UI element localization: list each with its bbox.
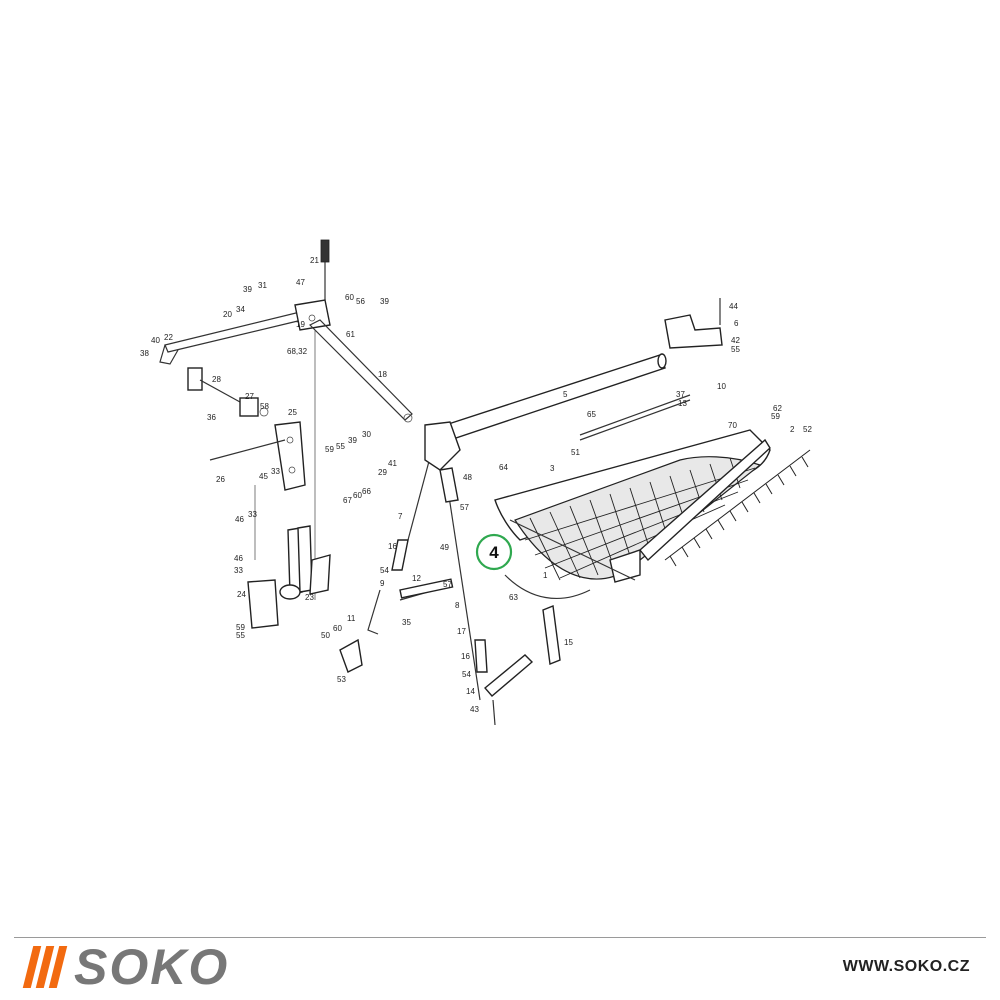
part-label: 33 bbox=[248, 510, 257, 519]
part-label: 2 bbox=[790, 425, 795, 434]
part-label: 29 bbox=[378, 468, 387, 477]
part-label: 55 bbox=[236, 631, 245, 640]
part-label: 5 bbox=[563, 390, 568, 399]
part-label: 1 bbox=[543, 571, 548, 580]
part-label: 39 bbox=[243, 285, 252, 294]
part-label: 51 bbox=[571, 448, 580, 457]
part-label: 31 bbox=[258, 281, 267, 290]
part-label: 38 bbox=[140, 349, 149, 358]
part-label: 12 bbox=[412, 574, 421, 583]
part-label: 46 bbox=[234, 554, 243, 563]
part-label: 33 bbox=[271, 467, 280, 476]
part-label: 30 bbox=[362, 430, 371, 439]
part-label: 67 bbox=[343, 496, 352, 505]
part-label: 45 bbox=[259, 472, 268, 481]
part-label: 43 bbox=[470, 705, 479, 714]
concave-screen-assembly bbox=[494, 429, 811, 599]
part-label: 21 bbox=[310, 256, 319, 265]
part-label: 9 bbox=[380, 579, 385, 588]
part-label: 25 bbox=[288, 408, 297, 417]
part-label: 36 bbox=[207, 413, 216, 422]
callout-ring bbox=[475, 533, 513, 571]
highlight-callout: 4 bbox=[475, 533, 513, 571]
part-label: 40 bbox=[151, 336, 160, 345]
part-label: 33 bbox=[234, 566, 243, 575]
soko-logo[interactable]: SOKO bbox=[22, 939, 230, 995]
part-label: 24 bbox=[237, 590, 246, 599]
part-label: 16 bbox=[461, 652, 470, 661]
part-label: 58 bbox=[260, 402, 269, 411]
main-beams bbox=[424, 298, 723, 471]
part-label: 3 bbox=[550, 464, 555, 473]
part-label: 54 bbox=[380, 566, 389, 575]
part-label: 64 bbox=[499, 463, 508, 472]
part-label: 41 bbox=[388, 459, 397, 468]
part-label: 57 bbox=[443, 580, 452, 589]
part-label: 56 bbox=[356, 297, 365, 306]
part-label: 15 bbox=[564, 638, 573, 647]
part-label: 39 bbox=[348, 436, 357, 445]
website-link[interactable]: WWW.SOKO.CZ bbox=[842, 958, 970, 975]
part-label: 50 bbox=[321, 631, 330, 640]
part-label: 11 bbox=[347, 614, 356, 623]
part-label: 60 bbox=[345, 293, 354, 302]
part-label: 22 bbox=[164, 333, 173, 342]
part-label: 59 bbox=[236, 623, 245, 632]
part-label: 47 bbox=[296, 278, 305, 287]
part-label: 59 bbox=[325, 445, 334, 454]
part-label: 8 bbox=[455, 601, 460, 610]
part-label: 48 bbox=[463, 473, 472, 482]
part-label: 28 bbox=[212, 375, 221, 384]
part-label: 62 bbox=[773, 404, 782, 413]
part-label: 60 bbox=[333, 624, 342, 633]
part-label: 54 bbox=[462, 670, 471, 679]
part-label: 65 bbox=[587, 410, 596, 419]
part-label: 66 bbox=[362, 487, 371, 496]
part-labels: 21 31 47 39 34 60 56 39 20 19 61 40 22 3… bbox=[140, 256, 812, 714]
part-label: 18 bbox=[378, 370, 387, 379]
part-label: 57 bbox=[460, 503, 469, 512]
footer-divider bbox=[14, 937, 986, 938]
part-label: 68,32 bbox=[287, 347, 308, 356]
part-label: 17 bbox=[457, 627, 466, 636]
part-label: 34 bbox=[236, 305, 245, 314]
part-label: 13 bbox=[678, 399, 687, 408]
middle-rods bbox=[339, 449, 561, 726]
callout-number: 4 bbox=[489, 543, 499, 562]
part-label: 16 bbox=[388, 542, 397, 551]
logo-bars-icon bbox=[22, 946, 68, 988]
part-label: 37 bbox=[676, 390, 685, 399]
part-label: 61 bbox=[346, 330, 355, 339]
part-label: 60 bbox=[353, 491, 362, 500]
part-label: 55 bbox=[336, 442, 345, 451]
part-label: 19 bbox=[296, 320, 305, 329]
part-label: 49 bbox=[440, 543, 449, 552]
part-label: 46 bbox=[235, 515, 244, 524]
part-label: 70 bbox=[728, 421, 737, 430]
part-label: 44 bbox=[729, 302, 738, 311]
part-label: 14 bbox=[466, 687, 475, 696]
part-label: 55 bbox=[731, 345, 740, 354]
part-label: 42 bbox=[731, 336, 740, 345]
part-label: 63 bbox=[509, 593, 518, 602]
part-label: 52 bbox=[803, 425, 812, 434]
part-label: 20 bbox=[223, 310, 232, 319]
part-label: 6 bbox=[734, 319, 739, 328]
logo-text: SOKO bbox=[74, 939, 230, 995]
part-label: 23 bbox=[305, 593, 314, 602]
part-label: 26 bbox=[216, 475, 225, 484]
part-label: 10 bbox=[717, 382, 726, 391]
part-label: 59 bbox=[771, 412, 780, 421]
left-linkage-assembly bbox=[159, 239, 413, 629]
part-label: 39 bbox=[380, 297, 389, 306]
part-label: 53 bbox=[337, 675, 346, 684]
part-label: 27 bbox=[245, 392, 254, 401]
part-label: 35 bbox=[402, 618, 411, 627]
part-label: 7 bbox=[398, 512, 403, 521]
